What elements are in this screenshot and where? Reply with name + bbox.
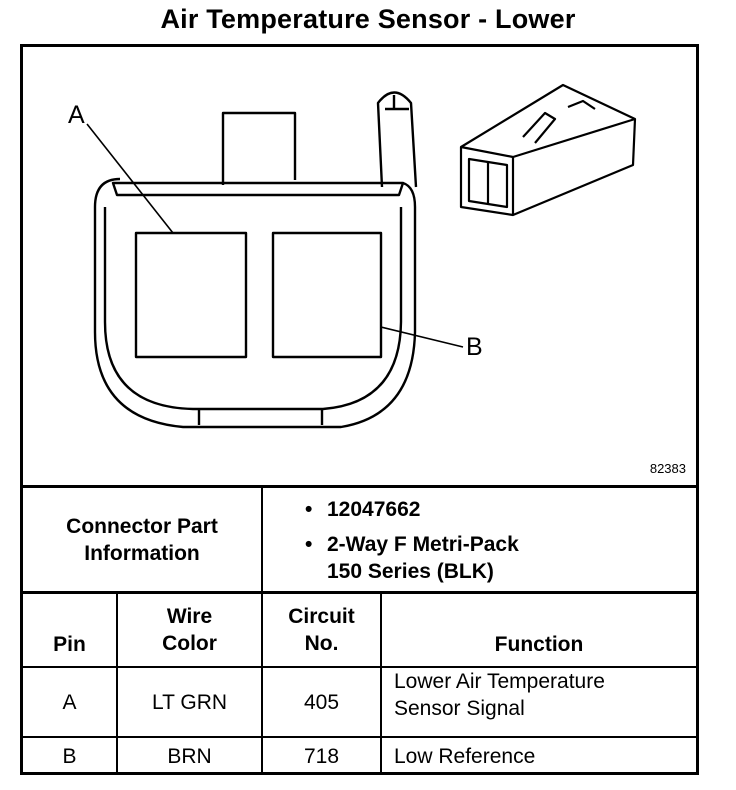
header-pin: Pin <box>53 632 86 656</box>
row-a-function-line1: Lower Air Temperature <box>394 670 605 693</box>
rule-col-2 <box>261 593 263 775</box>
rule-top <box>23 485 696 488</box>
header-circuit-line1: Circuit <box>288 605 355 628</box>
header-wire-color-line2: Color <box>162 632 217 655</box>
leader-line-b <box>380 326 464 348</box>
connector-description-item: • 2-Way F Metri-Pack 150 Series (BLK) <box>305 533 519 583</box>
connector-diagram: A B <box>68 83 637 429</box>
row-a-wire-color: LT GRN <box>151 690 228 714</box>
row-a-function-line2: Sensor Signal <box>394 697 525 720</box>
rule-info <box>23 591 696 594</box>
rule-header <box>23 666 696 668</box>
header-circuit-line2: No. <box>304 632 339 655</box>
rule-row <box>23 736 696 738</box>
row-a-pin: A <box>62 690 77 714</box>
row-b-function: Low Reference <box>394 745 536 768</box>
row-a-function: Lower Air Temperature Sensor Signal <box>382 668 696 736</box>
connector-info-label-line1: Connector Part <box>66 514 218 538</box>
row-b-circuit: 718 <box>303 745 340 768</box>
header-function: Function <box>494 632 584 656</box>
rule-info-divider <box>261 487 263 592</box>
rule-col-3 <box>380 593 382 775</box>
header-circuit: Circuit No. <box>263 599 380 661</box>
part-number: 12047662 <box>327 498 421 521</box>
header-wire-color: Wire Color <box>118 599 261 661</box>
rule-col-1 <box>116 593 118 775</box>
page-title: Air Temperature Sensor - Lower <box>160 4 576 34</box>
pin-label-b: B <box>466 333 483 361</box>
leader-line-a <box>86 123 174 234</box>
connector-description-line1: 2-Way F Metri-Pack <box>327 533 519 556</box>
connector-3d-view-icon <box>459 83 637 217</box>
row-b-pin: B <box>62 745 77 768</box>
connector-info-label: Connector Part Information <box>23 488 261 591</box>
row-a-circuit: 405 <box>303 690 340 714</box>
pin-label-a: A <box>68 101 85 129</box>
header-wire-color-line1: Wire <box>166 605 213 628</box>
connector-face-view-icon <box>93 91 418 429</box>
connector-description-line2: 150 Series (BLK) <box>327 560 494 583</box>
connector-sheet: A B 82383 Connector Part Information • 1… <box>20 44 699 775</box>
part-number-item: • 12047662 <box>305 498 421 521</box>
figure-number: 82383 <box>649 461 686 476</box>
connector-info-label-line2: Information <box>84 541 200 565</box>
row-b-wire-color: BRN <box>167 745 212 768</box>
